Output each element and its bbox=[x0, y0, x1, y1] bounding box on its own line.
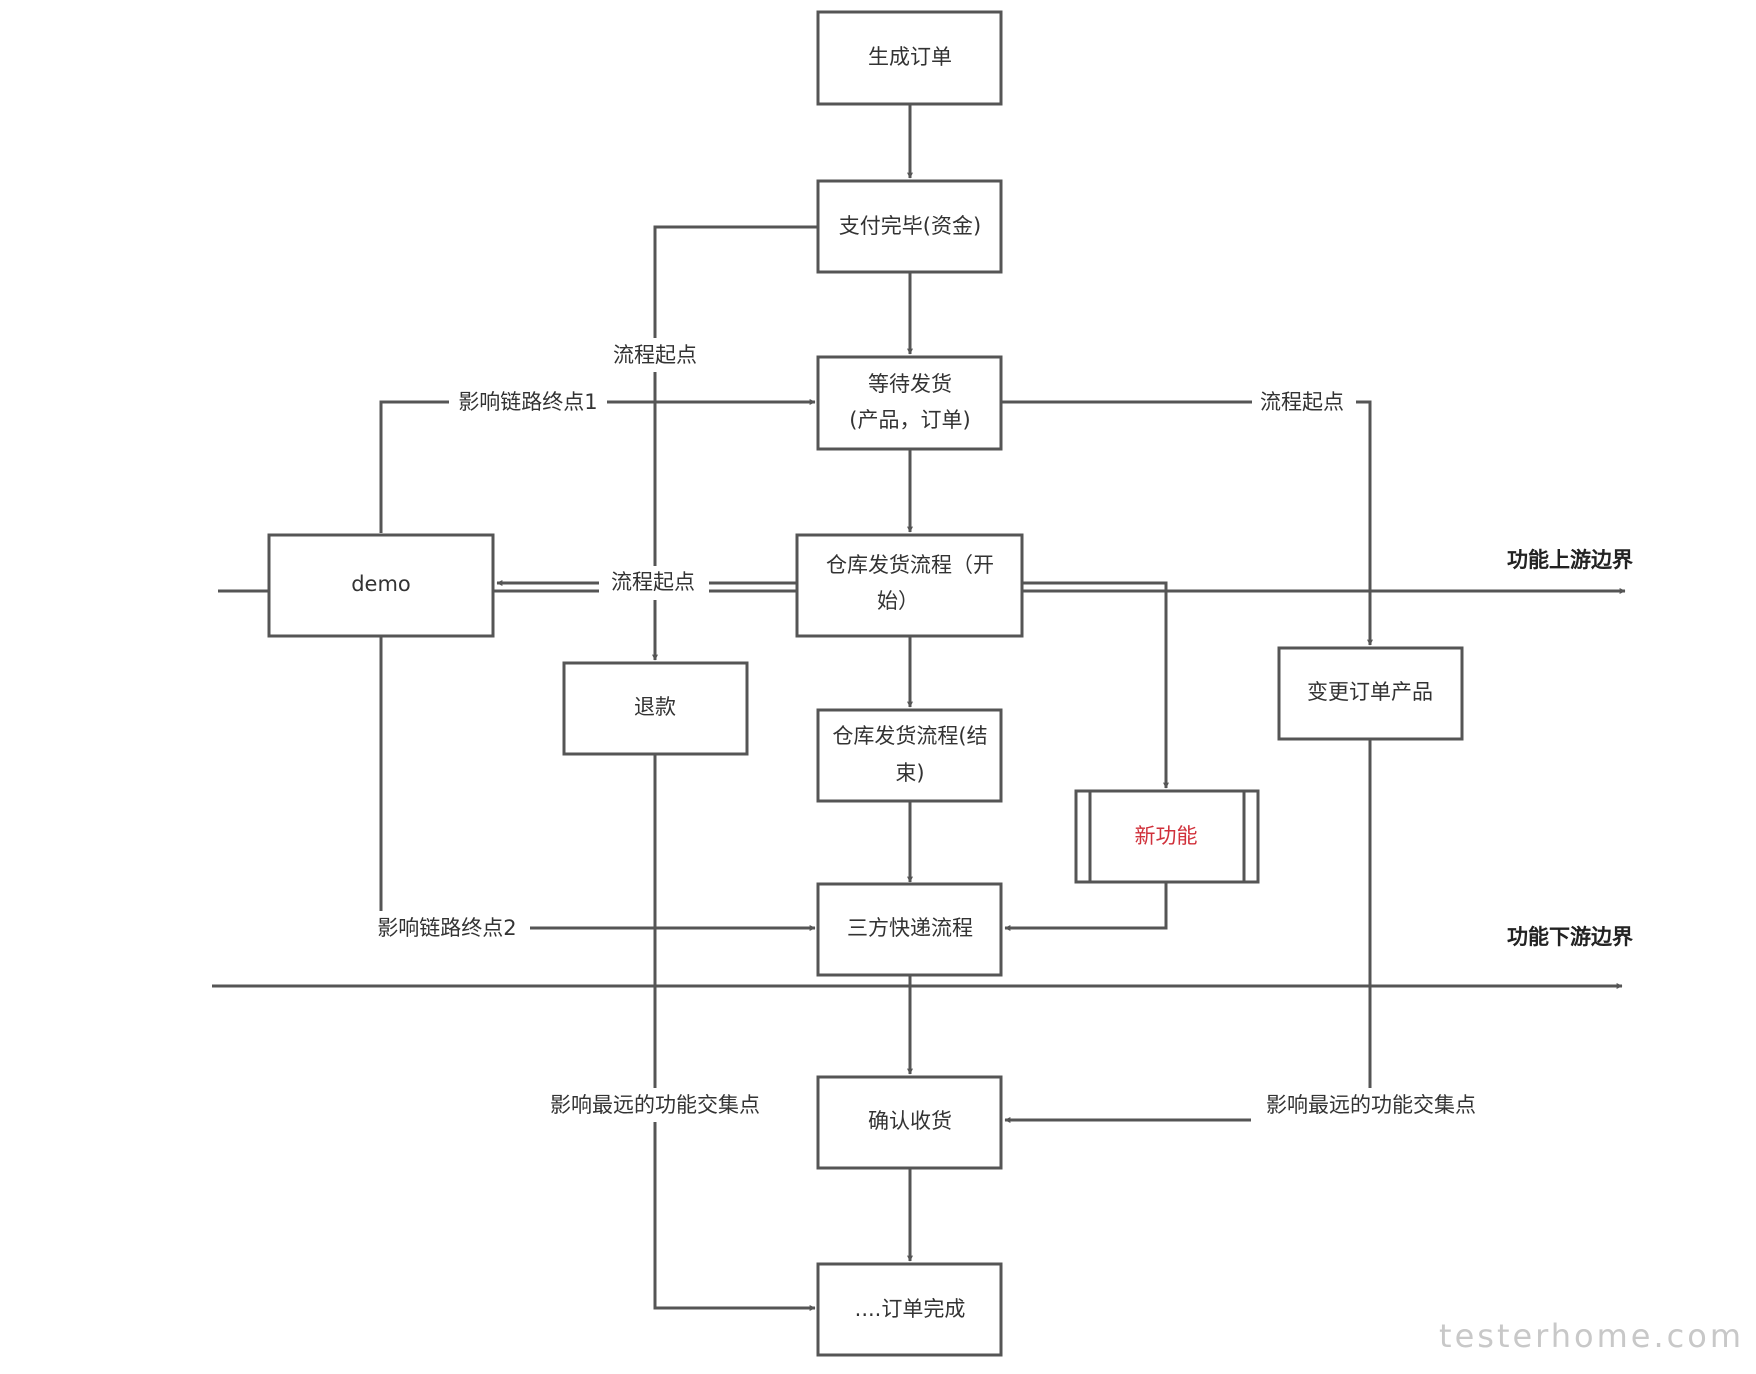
label-downstream-boundary: 功能下游边界 bbox=[1507, 925, 1633, 949]
node-order-done-label: ....订单完成 bbox=[855, 1297, 966, 1321]
node-warehouse-start-label-2: 始） bbox=[877, 589, 919, 613]
node-confirm-receipt[interactable]: 确认收货 bbox=[816, 1075, 1003, 1170]
watermark: testerhome.com bbox=[1439, 1317, 1744, 1355]
label-impact-end-1: 影响链路终点1 bbox=[458, 390, 597, 414]
node-warehouse-start-label-1: 仓库发货流程（开 bbox=[826, 553, 994, 577]
node-new-feature-label: 新功能 bbox=[1135, 824, 1198, 848]
node-wait-shipping-label-1: 等待发货 bbox=[868, 372, 952, 396]
node-change-order[interactable]: 变更订单产品 bbox=[1277, 646, 1464, 741]
edge-demo-to-wait bbox=[379, 399, 816, 533]
label-flow-start-right: 流程起点 bbox=[1260, 390, 1344, 414]
label-flow-start-left: 流程起点 bbox=[613, 343, 697, 367]
edge-whstart-to-newfeature bbox=[1022, 581, 1169, 789]
node-warehouse-end-label-1: 仓库发货流程(结 bbox=[832, 724, 987, 748]
node-payment-done[interactable]: 支付完毕(资金) bbox=[816, 179, 1003, 274]
node-warehouse-end-label-2: 束) bbox=[895, 761, 924, 785]
node-refund[interactable]: 退款 bbox=[562, 661, 749, 756]
edge-refund-to-done bbox=[653, 754, 816, 1311]
label-farthest-intersection-left: 影响最远的功能交集点 bbox=[550, 1093, 760, 1117]
node-third-party-express[interactable]: 三方快递流程 bbox=[816, 882, 1003, 977]
edge-pay-to-refund bbox=[652, 225, 818, 661]
node-demo[interactable]: demo bbox=[267, 533, 495, 638]
node-wait-shipping-label-2: (产品，订单) bbox=[849, 408, 970, 432]
node-new-feature[interactable]: 新功能 bbox=[1074, 789, 1260, 884]
node-warehouse-start[interactable]: 仓库发货流程（开 始） bbox=[795, 533, 1024, 638]
label-impact-end-2: 影响链路终点2 bbox=[377, 916, 516, 940]
label-flow-start-mid: 流程起点 bbox=[611, 570, 695, 594]
node-change-order-label: 变更订单产品 bbox=[1307, 680, 1433, 704]
edge-newfeature-to-third bbox=[1004, 882, 1168, 931]
node-warehouse-end[interactable]: 仓库发货流程(结 束) bbox=[816, 708, 1003, 803]
label-upstream-boundary: 功能上游边界 bbox=[1507, 548, 1633, 572]
node-create-order-label: 生成订单 bbox=[868, 45, 952, 69]
node-payment-done-label: 支付完毕(资金) bbox=[839, 214, 981, 238]
node-order-done[interactable]: ....订单完成 bbox=[816, 1262, 1003, 1357]
node-create-order[interactable]: 生成订单 bbox=[816, 10, 1003, 106]
node-demo-label: demo bbox=[351, 572, 411, 596]
node-wait-shipping[interactable]: 等待发货 (产品，订单) bbox=[816, 355, 1003, 451]
edge-wait-to-change bbox=[1001, 400, 1373, 646]
node-third-party-express-label: 三方快递流程 bbox=[847, 916, 973, 940]
node-refund-label: 退款 bbox=[634, 695, 676, 719]
label-farthest-intersection-right: 影响最远的功能交集点 bbox=[1266, 1093, 1476, 1117]
node-confirm-receipt-label: 确认收货 bbox=[868, 1109, 952, 1133]
